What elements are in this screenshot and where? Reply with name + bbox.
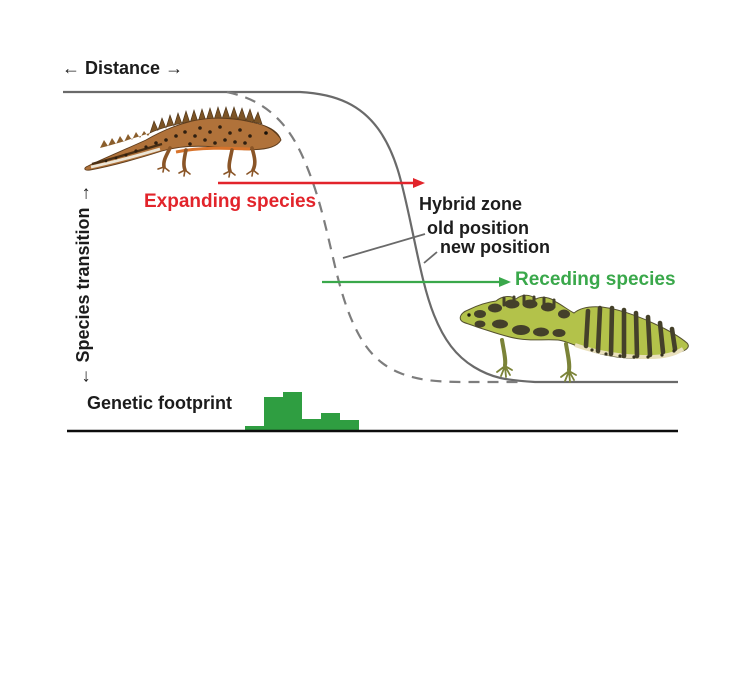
- distance-label-text: Distance: [85, 58, 161, 78]
- new-position-label: new position: [440, 237, 550, 257]
- genetic-footprint-bar: [340, 420, 359, 430]
- arrow-left-icon: ←: [62, 58, 80, 78]
- genetic-footprint-bar: [302, 419, 321, 430]
- diagram-graphics: [63, 90, 689, 433]
- new-position-curve: [63, 90, 678, 384]
- genetic-footprint-bar: [283, 392, 302, 430]
- species-transition-label-text: Species transition: [73, 207, 93, 363]
- receding-arrow: [322, 277, 511, 287]
- expanding-species-label: Expanding species: [144, 191, 317, 212]
- receding-arrowhead-icon: [499, 277, 511, 287]
- hybrid-zone-label: Hybrid zone: [419, 194, 523, 214]
- genetic-footprint-bar: [321, 413, 340, 430]
- arrow-up-icon: →: [73, 184, 93, 203]
- genetic-footprint-label: Genetic footprint: [87, 393, 232, 413]
- old-position-curve: [226, 90, 520, 384]
- genetic-footprint-bars: [245, 392, 359, 430]
- expanding-arrowhead-icon: [413, 178, 425, 188]
- old-position-label: old position: [427, 218, 529, 238]
- genetic-footprint-bar: [264, 397, 283, 430]
- crested-newt-illustration: [84, 106, 282, 178]
- expanding-arrow: [218, 178, 425, 188]
- genetic-footprint-bar: [245, 426, 264, 430]
- species-transition-axis-label: ← Species transition →: [73, 179, 96, 391]
- marbled-newt-illustration: [459, 294, 689, 383]
- distance-axis-label: ← Distance →: [62, 58, 184, 79]
- arrow-right-icon: →: [165, 58, 184, 78]
- old-position-leader-line: [342, 233, 426, 259]
- arrow-down-icon: ←: [73, 367, 93, 386]
- receding-species-label: Receding species: [515, 269, 676, 290]
- new-position-leader-line: [423, 251, 438, 264]
